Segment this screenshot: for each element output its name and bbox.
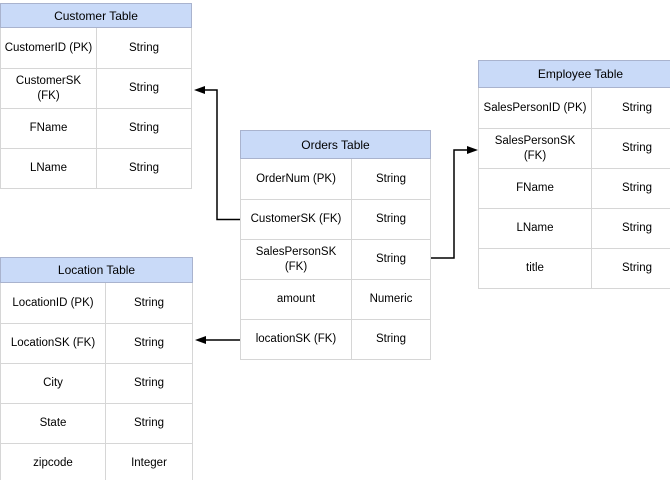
table-row: LocationSK (FK) String	[1, 323, 192, 363]
table-row: CustomerID (PK)String	[1, 28, 191, 68]
field-type-cell: String	[96, 69, 191, 108]
field-name-cell: LocationSK (FK)	[10, 337, 96, 350]
table-row: title String	[479, 248, 670, 288]
field-name-cell: zipcode	[33, 457, 73, 470]
table-row: LName String	[1, 148, 191, 188]
table-row: LocationID (PK) String	[1, 283, 192, 323]
field-name-cell: State	[39, 417, 67, 430]
table-row: SalesPersonID (PK) String	[479, 88, 670, 128]
table-row: OrderNum (PK) String	[241, 159, 430, 199]
table-row: LName String	[479, 208, 670, 248]
field-name-cell: City	[43, 377, 63, 390]
field-name-cell: LName	[516, 222, 554, 235]
field-type-cell: String	[351, 200, 430, 239]
field-name-cell: SalesPersonSK (FK)	[255, 246, 337, 273]
table-customer-title: Customer Table	[0, 3, 192, 28]
table-row: locationSK (FK) String	[241, 319, 430, 359]
field-type-cell: String	[591, 129, 670, 168]
field-type-cell: String	[96, 109, 191, 148]
field-name-cell: LName	[29, 162, 68, 175]
table-row: FName String	[1, 108, 191, 148]
table-row: FName String	[479, 168, 670, 208]
table-row: amount Numeric	[241, 279, 430, 319]
arrow-orders-to-location	[195, 336, 240, 344]
field-name-cell: locationSK (FK)	[255, 333, 337, 346]
field-name-cell: CustomerSK (FK)	[250, 213, 342, 226]
field-name-cell: CustomerSK (FK)	[15, 75, 82, 102]
field-type-cell: String	[591, 209, 670, 248]
field-name-cell: SalesPersonID (PK)	[483, 101, 587, 114]
field-name-cell: amount	[276, 293, 316, 306]
table-row: zipcode Integer	[1, 443, 192, 480]
field-name-cell: title	[526, 262, 544, 275]
field-type-cell: String	[591, 249, 670, 288]
table-orders-title: Orders Table	[240, 130, 431, 159]
field-name-cell: SalesPersonSK (FK)	[494, 135, 576, 162]
arrow-orders-to-customer	[194, 86, 240, 221]
table-employee-title: Employee Table	[478, 60, 670, 88]
field-type-cell: String	[351, 240, 430, 279]
table-row: SalesPersonSK (FK) String	[241, 239, 430, 279]
field-type-cell: String	[351, 320, 430, 359]
field-type-cell: String	[96, 28, 191, 68]
field-name-cell: FName	[29, 122, 68, 135]
field-type-cell: Numeric	[351, 280, 430, 319]
field-name-cell: CustomerID (PK)	[4, 41, 93, 54]
field-type-cell: String	[351, 159, 430, 199]
field-type-cell: String	[591, 169, 670, 208]
field-type-cell: String	[105, 324, 192, 363]
field-name-cell: LocationID (PK)	[12, 296, 94, 309]
field-type-cell: Integer	[105, 444, 192, 480]
table-row: State String	[1, 403, 192, 443]
field-name-cell: OrderNum (PK)	[256, 172, 336, 185]
table-location-title: Location Table	[0, 257, 193, 283]
table-row: CustomerSK (FK) String	[1, 68, 191, 108]
arrow-orders-to-employee	[431, 146, 478, 259]
table-row: City String	[1, 363, 192, 403]
field-type-cell: String	[105, 364, 192, 403]
table-row: SalesPersonSK (FK) String	[479, 128, 670, 168]
table-row: CustomerSK (FK) String	[241, 199, 430, 239]
field-name-cell: FName	[516, 182, 554, 195]
field-type-cell: String	[105, 283, 192, 323]
field-type-cell: String	[591, 88, 670, 128]
field-type-cell: String	[96, 149, 191, 188]
field-type-cell: String	[105, 404, 192, 443]
